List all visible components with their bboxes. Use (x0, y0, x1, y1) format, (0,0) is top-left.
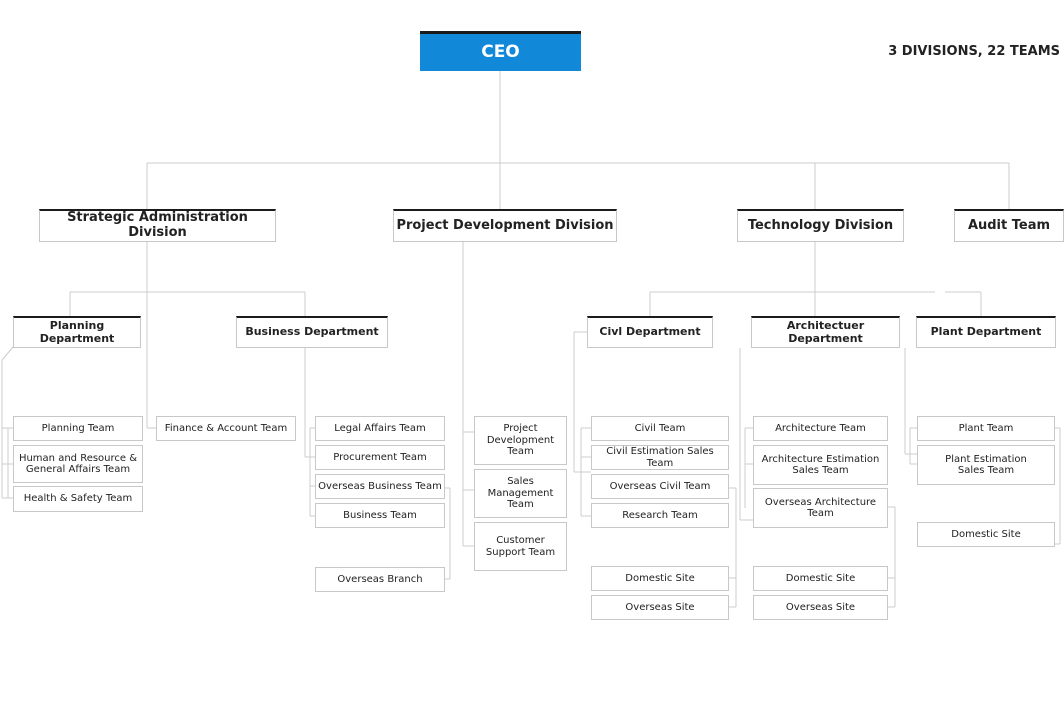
team-planning[interactable]: Planning Team (13, 416, 143, 441)
ceo-box[interactable]: CEO (420, 31, 581, 71)
department-business[interactable]: Business Department (236, 316, 388, 348)
civil-overseas-site[interactable]: Overseas Site (591, 595, 729, 620)
team-finance-account[interactable]: Finance & Account Team (156, 416, 296, 441)
team-architecture-estimation-sales[interactable]: Architecture Estimation Sales Team (753, 445, 888, 485)
department-plant[interactable]: Plant Department (916, 316, 1056, 348)
team-overseas-civil[interactable]: Overseas Civil Team (591, 474, 729, 499)
team-plant-estimation-sales[interactable]: Plant Estimation Sales Team (917, 445, 1055, 485)
plant-domestic-site[interactable]: Domestic Site (917, 522, 1055, 547)
division-project-development[interactable]: Project Development Division (393, 209, 617, 242)
team-customer-support[interactable]: Customer Support Team (474, 522, 567, 571)
department-civil[interactable]: Civl Department (587, 316, 713, 348)
team-procurement[interactable]: Procurement Team (315, 445, 445, 470)
audit-team[interactable]: Audit Team (954, 209, 1064, 242)
team-architecture[interactable]: Architecture Team (753, 416, 888, 441)
division-strategic-administration[interactable]: Strategic Administration Division (39, 209, 276, 242)
team-overseas-architecture[interactable]: Overseas Architecture Team (753, 488, 888, 528)
department-architecture[interactable]: Architectuer Department (751, 316, 900, 348)
division-technology[interactable]: Technology Division (737, 209, 904, 242)
team-legal-affairs[interactable]: Legal Affairs Team (315, 416, 445, 441)
team-overseas-business[interactable]: Overseas Business Team (315, 474, 445, 499)
team-health-safety[interactable]: Health & Safety Team (13, 486, 143, 512)
overseas-branch[interactable]: Overseas Branch (315, 567, 445, 592)
team-business[interactable]: Business Team (315, 503, 445, 528)
department-planning[interactable]: Planning Department (13, 316, 141, 348)
team-count-summary: 3 DIVISIONS, 22 TEAMS (888, 44, 1060, 59)
team-project-development[interactable]: Project Development Team (474, 416, 567, 465)
civil-domestic-site[interactable]: Domestic Site (591, 566, 729, 591)
team-plant[interactable]: Plant Team (917, 416, 1055, 441)
team-human-resource-general-affairs[interactable]: Human and Resource & General Affairs Tea… (13, 445, 143, 483)
architecture-overseas-site[interactable]: Overseas Site (753, 595, 888, 620)
team-research[interactable]: Research Team (591, 503, 729, 528)
team-civil[interactable]: Civil Team (591, 416, 729, 441)
team-sales-management[interactable]: Sales Management Team (474, 469, 567, 518)
team-civil-estimation-sales[interactable]: Civil Estimation Sales Team (591, 445, 729, 470)
architecture-domestic-site[interactable]: Domestic Site (753, 566, 888, 591)
